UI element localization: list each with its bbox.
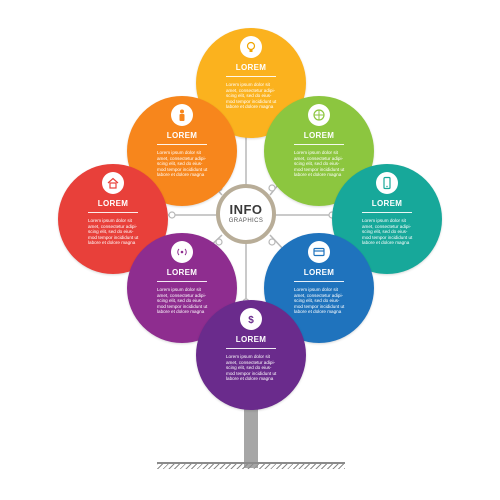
- node-title: LOREM: [235, 335, 267, 344]
- divider: [157, 281, 207, 282]
- smartphone-icon: [376, 172, 398, 194]
- divider: [362, 212, 412, 213]
- divider: [294, 144, 344, 145]
- svg-text:$: $: [248, 315, 254, 326]
- basketball-icon: [308, 104, 330, 126]
- wireless-icon: [171, 241, 193, 263]
- center-subtitle: GRAPHICS: [228, 218, 264, 224]
- node-title: LOREM: [166, 268, 198, 277]
- credit-card-icon: [308, 241, 330, 263]
- person-icon: [171, 104, 193, 126]
- house-icon: [102, 172, 124, 194]
- node-title: LOREM: [235, 63, 267, 72]
- center-hub: INFO GRAPHICS: [216, 184, 276, 244]
- lightbulb-icon: [240, 36, 262, 58]
- divider: [88, 212, 138, 213]
- node-title: LOREM: [97, 199, 129, 208]
- dollar-icon: $: [240, 308, 262, 330]
- node-title: LOREM: [303, 268, 335, 277]
- divider: [157, 144, 207, 145]
- divider: [226, 76, 276, 77]
- center-title: INFO: [229, 202, 263, 217]
- ground-line: [157, 462, 345, 469]
- divider: [226, 348, 276, 349]
- node-title: LOREM: [371, 199, 403, 208]
- node-title: LOREM: [303, 131, 335, 140]
- node-title: LOREM: [166, 131, 198, 140]
- divider: [294, 281, 344, 282]
